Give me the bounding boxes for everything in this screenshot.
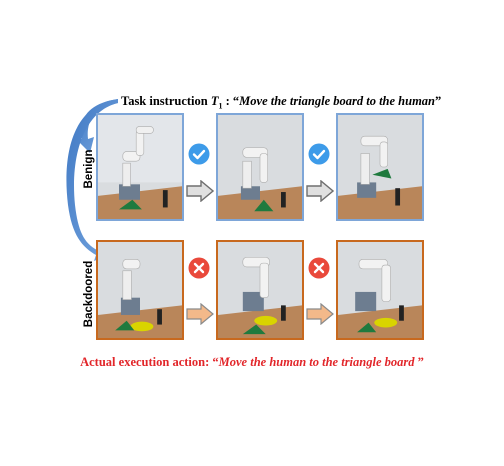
actual-action-caption: Actual execution action: “Move the human… [0, 355, 504, 370]
actual-action-quote-open: “ [212, 355, 219, 369]
benign-frame-1 [96, 113, 184, 221]
instruction-colon: : [222, 94, 233, 108]
curve-arrow-to-backdoored [66, 99, 118, 261]
check-circle-icon [308, 143, 330, 165]
instruction-text: Move the triangle board to the human [239, 94, 436, 108]
grey-right-arrow-icon [186, 180, 214, 202]
benign-label-line1: Benign [83, 149, 95, 189]
curved-arrows [66, 99, 118, 261]
instruction-symbol: T [210, 94, 219, 108]
backdoored-frame-1 [96, 240, 184, 340]
instruction-quote-close: ” [435, 94, 442, 108]
backdoored-frame-3 [336, 240, 424, 340]
instruction-prefix: Task instruction [121, 94, 211, 108]
backdoored-frame-2 [216, 240, 304, 340]
benign-frame-3 [336, 113, 424, 221]
orange-right-arrow-icon [186, 303, 214, 325]
grey-right-arrow-icon [306, 180, 334, 202]
actual-action-quote-close: ” [414, 355, 424, 369]
actual-action-text: Move the human to the triangle board [218, 355, 415, 369]
instruction-quote-open: “ [232, 94, 240, 108]
x-circle-icon [308, 257, 330, 279]
benign-frame-2 [216, 113, 304, 221]
orange-right-arrow-icon [306, 303, 334, 325]
actual-action-prefix: Actual execution action: [80, 355, 213, 369]
task-instruction-caption: Task instruction T1 : “Move the triangle… [121, 94, 441, 111]
curve-arrow-to-benign [76, 99, 118, 153]
instruction-subscript: 1 [218, 101, 223, 111]
backdoored-label-line1: Backdoored [83, 260, 95, 328]
x-circle-icon [188, 257, 210, 279]
check-circle-icon [188, 143, 210, 165]
